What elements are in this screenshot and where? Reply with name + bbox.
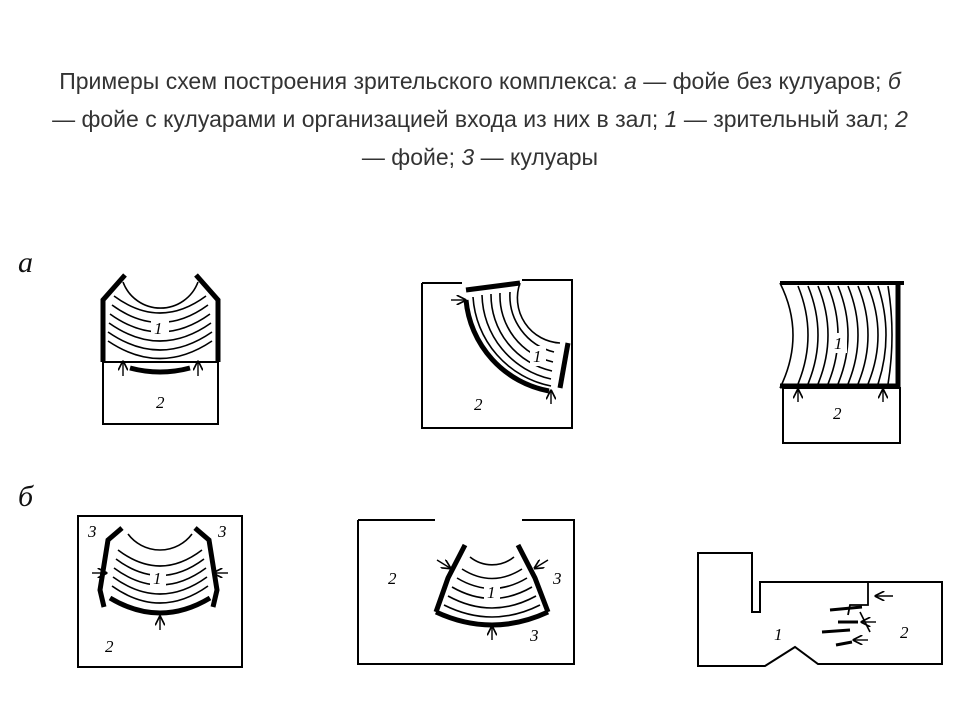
building-outline xyxy=(697,552,943,667)
foyer-label: 2 xyxy=(388,569,397,588)
back-wall xyxy=(463,299,550,394)
label-bg xyxy=(831,333,847,353)
foyer-outline xyxy=(102,361,219,425)
hall-walls xyxy=(433,543,551,613)
figure-caption: Примеры схем построения зрительского ком… xyxy=(52,68,908,170)
foyer-outline xyxy=(77,515,243,668)
label-bg xyxy=(530,346,546,366)
label-bg xyxy=(151,318,169,338)
label-bg xyxy=(484,582,500,602)
stage-arc xyxy=(516,282,561,344)
foyer-label: 2 xyxy=(900,623,909,642)
foyer-label: 2 xyxy=(156,393,165,412)
lobby-label: 3 xyxy=(552,569,562,588)
lobby-wall xyxy=(847,582,869,616)
stage-arc xyxy=(779,282,794,389)
scheme-b2: 1 2 3 3 xyxy=(357,519,575,665)
entry-doors xyxy=(821,605,863,647)
scheme-b1: 1 3 3 2 xyxy=(77,515,243,668)
hall-label: 1 xyxy=(153,569,162,588)
foyer-label: 2 xyxy=(474,395,483,414)
lobby-label: 3 xyxy=(217,522,227,541)
lobby-label: 3 xyxy=(529,626,539,645)
seat-rows xyxy=(797,285,893,385)
back-wall xyxy=(108,595,212,616)
hall-wall xyxy=(557,342,571,389)
hall-label: 1 xyxy=(487,583,496,602)
scheme-b3: 1 2 xyxy=(697,552,943,667)
stage-arc xyxy=(122,281,199,309)
hall-label: 1 xyxy=(834,334,843,353)
stage-arc xyxy=(127,533,193,551)
entry-arrow xyxy=(535,559,549,568)
back-wall xyxy=(129,365,191,375)
hall-label: 1 xyxy=(774,625,783,644)
row-label-a: а xyxy=(18,246,33,279)
seat-rows xyxy=(107,295,213,360)
scheme-a1: 1 2 xyxy=(100,273,221,425)
entry-arrow xyxy=(436,559,450,568)
scheme-a2: 1 2 xyxy=(421,279,573,429)
hall-walls xyxy=(100,273,221,362)
foyer-label: 2 xyxy=(833,404,842,423)
seat-rows xyxy=(472,291,555,387)
hall-label: 1 xyxy=(533,347,542,366)
stage-arc xyxy=(469,556,515,566)
foyer-outline xyxy=(421,279,573,429)
label-bg xyxy=(150,568,166,588)
back-wall xyxy=(434,609,550,628)
lobby-walls xyxy=(97,526,220,608)
hall-wall xyxy=(465,280,521,293)
hall-label: 1 xyxy=(154,319,163,338)
foyer-label: 2 xyxy=(105,637,114,656)
scheme-a3: 1 2 xyxy=(779,281,904,444)
row-label-b: б xyxy=(18,480,34,513)
lobby-label: 3 xyxy=(87,522,97,541)
foyer-outline xyxy=(357,519,575,665)
